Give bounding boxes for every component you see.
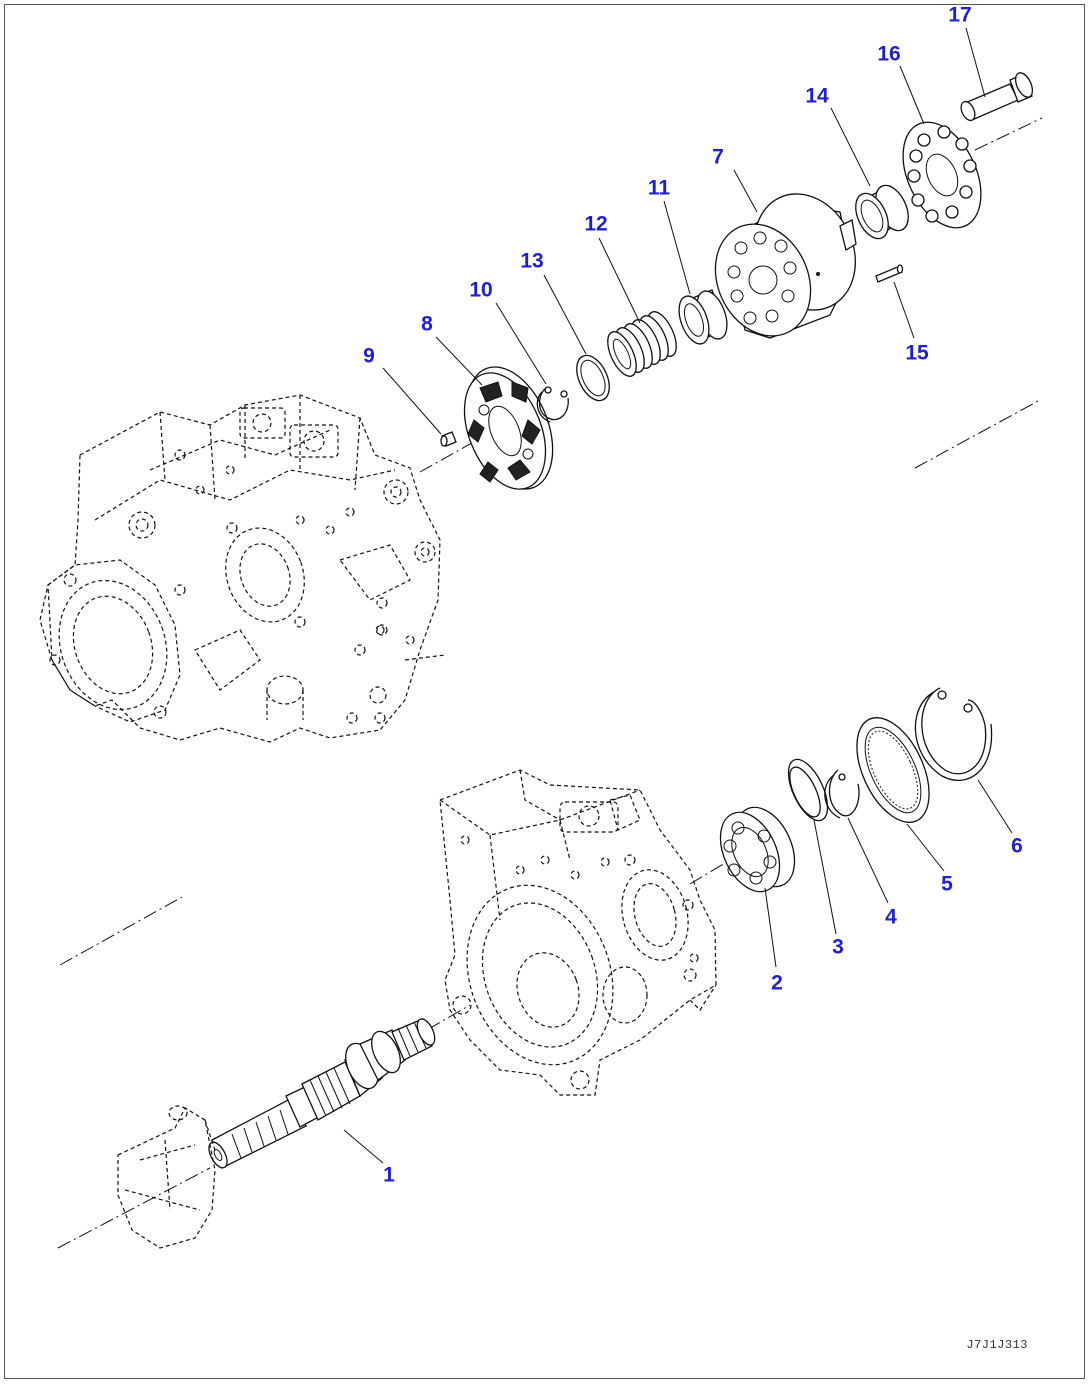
- callout-3: 3: [832, 935, 844, 959]
- lower-pump-housing: [439, 769, 717, 1096]
- part-11-bushing: [678, 289, 728, 345]
- callout-17: 17: [948, 3, 972, 27]
- part-7-cylinder-block: [714, 193, 857, 339]
- part-12-spring: [607, 311, 677, 377]
- axis-lines: [57, 117, 1043, 1249]
- part-17-piston: [960, 72, 1034, 122]
- callout-5: 5: [941, 872, 953, 896]
- callout-6: 6: [1011, 834, 1023, 858]
- part-8-valve-plate: [463, 366, 554, 490]
- drawing-frame: [4, 4, 1085, 1379]
- callout-9: 9: [363, 344, 375, 368]
- part-1-drive-shaft: [117, 1018, 436, 1249]
- leader-lines: [343, 27, 1013, 1164]
- callout-10: 10: [469, 278, 493, 302]
- callout-8: 8: [421, 312, 433, 336]
- part-4-snap-ring: [824, 769, 860, 819]
- part-16-retainer-plate: [902, 121, 982, 229]
- part-9-pin: [440, 431, 457, 447]
- part-13-ring: [576, 354, 610, 402]
- callout-13: 13: [520, 249, 544, 273]
- part-14-spherical-bushing: [855, 184, 909, 240]
- callout-4: 4: [885, 905, 897, 929]
- part-6-retaining-ring: [914, 687, 993, 781]
- part-15-pin: [875, 264, 904, 283]
- callout-1: 1: [383, 1163, 395, 1187]
- upper-pump-housing: [39, 394, 446, 743]
- part-2-bearing: [719, 806, 796, 893]
- callout-16: 16: [877, 42, 901, 66]
- part-10-snap-ring: [536, 386, 569, 423]
- callout-7: 7: [712, 145, 724, 169]
- callout-12: 12: [584, 212, 608, 236]
- drawing-code: J7J1J313: [966, 1338, 1028, 1352]
- part-5-oil-seal: [856, 717, 930, 823]
- callout-14: 14: [805, 84, 829, 108]
- callout-15: 15: [905, 341, 929, 365]
- callout-11: 11: [647, 176, 671, 200]
- callout-2: 2: [771, 971, 783, 995]
- part-3-spacer-ring: [787, 758, 829, 822]
